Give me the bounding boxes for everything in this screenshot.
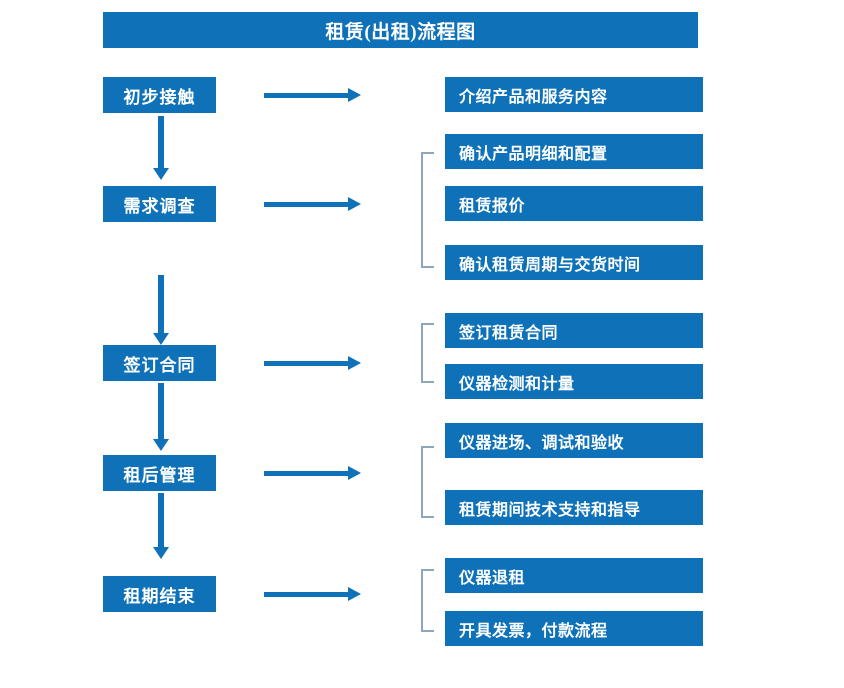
- arrow-shaft: [264, 592, 350, 597]
- detail-box-4-2[interactable]: 租赁期间技术支持和指导: [445, 490, 703, 525]
- arrow-shaft: [264, 471, 350, 476]
- arrow-head: [348, 88, 361, 102]
- arrow-head: [348, 466, 361, 480]
- arrow-shaft: [264, 93, 350, 98]
- group-bracket-4: [421, 446, 434, 518]
- arrow-shaft: [158, 116, 164, 168]
- arrow-head: [348, 356, 361, 370]
- arrow-shaft: [264, 202, 350, 207]
- detail-box-4-1[interactable]: 仪器进场、调试和验收: [445, 423, 703, 458]
- arrow-head: [153, 333, 169, 345]
- detail-box-5-2[interactable]: 开具发票，付款流程: [445, 611, 703, 646]
- chart-title: 租赁(出租)流程图: [103, 12, 698, 48]
- stage-box-1[interactable]: 初步接触: [103, 77, 216, 113]
- detail-box-3-1[interactable]: 签订租赁合同: [445, 313, 703, 348]
- detail-box-2-2[interactable]: 租赁报价: [445, 186, 703, 221]
- group-bracket-2: [421, 152, 434, 268]
- flow-arrow-down-1: [153, 116, 169, 182]
- group-bracket-5: [421, 569, 434, 632]
- arrow-shaft: [158, 383, 164, 439]
- stage-box-3[interactable]: 签订合同: [103, 345, 216, 381]
- arrow-shaft: [158, 493, 164, 547]
- flow-arrow-right-1: [264, 88, 361, 102]
- stage-box-4[interactable]: 租后管理: [103, 455, 216, 491]
- stage-box-5[interactable]: 租期结束: [103, 576, 216, 612]
- flow-arrow-down-2: [153, 275, 169, 347]
- detail-box-2-3[interactable]: 确认租赁周期与交货时间: [445, 245, 703, 280]
- stage-box-2[interactable]: 需求调查: [103, 186, 216, 222]
- arrow-shaft: [264, 361, 350, 366]
- flow-arrow-right-2: [264, 197, 361, 211]
- flow-arrow-down-3: [153, 383, 169, 453]
- arrow-head: [348, 197, 361, 211]
- arrow-head: [348, 587, 361, 601]
- flow-arrow-right-3: [264, 356, 361, 370]
- detail-box-1-1[interactable]: 介绍产品和服务内容: [445, 77, 703, 112]
- flow-arrow-right-4: [264, 466, 361, 480]
- detail-box-5-1[interactable]: 仪器退租: [445, 558, 703, 593]
- arrow-head: [153, 439, 169, 451]
- flow-arrow-down-4: [153, 493, 169, 561]
- arrow-shaft: [158, 275, 164, 333]
- detail-box-3-2[interactable]: 仪器检测和计量: [445, 364, 703, 399]
- group-bracket-3: [421, 323, 434, 383]
- detail-box-2-1[interactable]: 确认产品明细和配置: [445, 134, 703, 169]
- arrow-head: [153, 168, 169, 180]
- flow-arrow-right-5: [264, 587, 361, 601]
- arrow-head: [153, 547, 169, 559]
